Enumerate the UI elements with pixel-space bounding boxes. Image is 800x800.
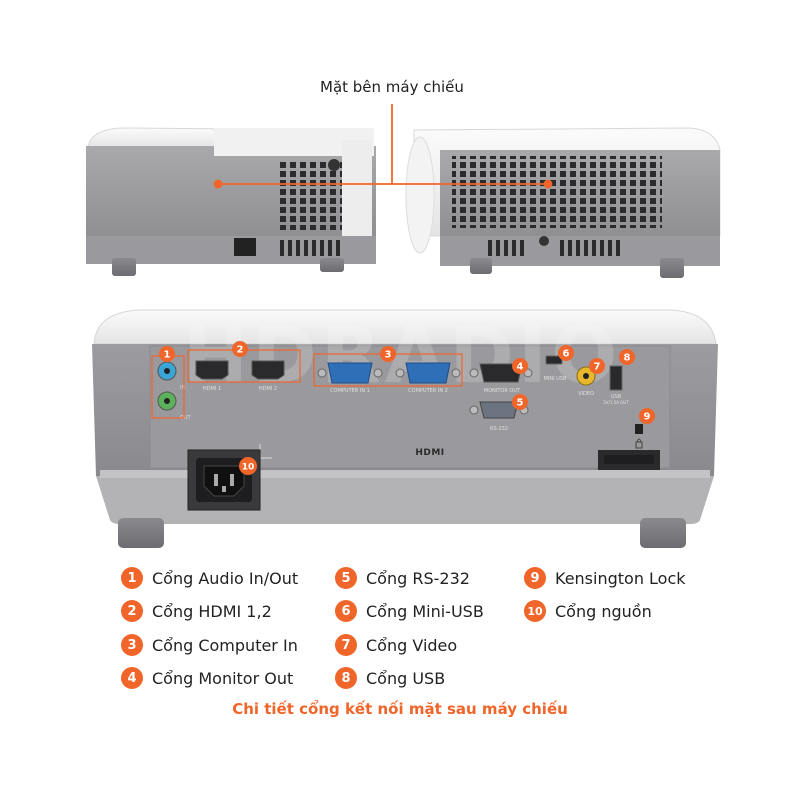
video-label: VIDEO — [578, 391, 594, 397]
legend-text: Cổng HDMI 1,2 — [152, 601, 272, 621]
marker-7: 7 — [589, 358, 605, 374]
mini-usb-label: MINI USB — [544, 376, 567, 382]
marker-8: 8 — [619, 349, 635, 365]
legend-number: 6 — [335, 600, 357, 622]
side-view-right — [405, 127, 721, 278]
legend-number: 7 — [335, 634, 357, 656]
rear-view: HDRADIO IN OUT HDMI 1 HDMI 2 COMPUTER IN… — [92, 309, 718, 548]
legend-number: 2 — [121, 600, 143, 622]
legend-item-2: 2 Cổng HDMI 1,2 — [121, 598, 272, 624]
audio-out-label: OUT — [180, 415, 192, 421]
svg-text:4: 4 — [517, 362, 524, 373]
side-view-left — [86, 127, 376, 276]
hdmi2-label: HDMI 2 — [259, 386, 277, 392]
projector-diagram: HDRADIO IN OUT HDMI 1 HDMI 2 COMPUTER IN… — [86, 104, 721, 548]
usb-spec-label: 5V/1.5A OUT — [603, 400, 629, 405]
legend-text: Kensington Lock — [555, 568, 686, 588]
legend-item-7: 7 Cổng Video — [335, 632, 457, 658]
marker-3: 3 — [380, 346, 396, 362]
legend-number: 3 — [121, 634, 143, 656]
legend-text: Cổng Computer In — [152, 635, 298, 655]
caption: Chi tiết cổng kết nối mặt sau máy chiếu — [232, 700, 568, 718]
svg-text:2: 2 — [237, 345, 244, 356]
computer-in1-label: COMPUTER IN 1 — [330, 388, 370, 394]
legend-number: 8 — [335, 667, 357, 689]
legend-text: Cổng Video — [366, 635, 458, 655]
audio-in-label: IN — [180, 385, 185, 391]
legend-number: 9 — [524, 567, 546, 589]
side-view-pointer — [213, 104, 553, 189]
legend-text: Cổng USB — [366, 668, 446, 688]
legend-item-5: 5 Cổng RS-232 — [335, 565, 470, 591]
legend-text: Cổng nguồn — [555, 601, 652, 621]
side-view-label: Mặt bên máy chiếu — [320, 78, 464, 96]
rear-markers: 1 2 3 4 5 6 7 8 — [159, 341, 655, 475]
legend-number: 5 — [335, 567, 357, 589]
legend-text: Cổng RS-232 — [366, 568, 470, 588]
marker-4: 4 — [512, 358, 528, 374]
legend-item-1: 1 Cổng Audio In/Out — [121, 565, 298, 591]
marker-10: 10 — [239, 457, 257, 475]
svg-text:1: 1 — [164, 350, 171, 361]
marker-6: 6 — [558, 345, 574, 361]
legend-text: Cổng Monitor Out — [152, 668, 294, 688]
hdmi-logo: HDMI — [415, 448, 444, 458]
svg-text:8: 8 — [624, 353, 631, 364]
svg-text:10: 10 — [242, 463, 255, 473]
legend-number: 1 — [121, 567, 143, 589]
legend-text: Cổng Mini-USB — [366, 601, 484, 621]
legend-item-8: 8 Cổng USB — [335, 665, 445, 691]
rs232-label: RS-232 — [490, 426, 508, 432]
legend-item-10: 10 Cổng nguồn — [524, 598, 652, 624]
legend-item-6: 6 Cổng Mini-USB — [335, 598, 484, 624]
svg-text:7: 7 — [594, 362, 601, 373]
legend-item-4: 4 Cổng Monitor Out — [121, 665, 293, 691]
svg-text:3: 3 — [385, 350, 392, 361]
marker-1: 1 — [159, 346, 175, 362]
marker-2: 2 — [232, 341, 248, 357]
legend-item-9: 9 Kensington Lock — [524, 565, 686, 591]
marker-5: 5 — [512, 394, 528, 410]
legend-number: 4 — [121, 667, 143, 689]
monitor-out-label: MONITOR OUT — [484, 388, 521, 394]
svg-text:5: 5 — [517, 398, 524, 409]
usb-label: USB — [611, 394, 622, 400]
hdmi1-label: HDMI 1 — [203, 386, 221, 392]
legend-item-3: 3 Cổng Computer In — [121, 632, 298, 658]
svg-text:9: 9 — [644, 412, 651, 423]
computer-in2-label: COMPUTER IN 2 — [408, 388, 448, 394]
svg-text:6: 6 — [563, 349, 570, 360]
legend-number: 10 — [524, 600, 546, 622]
legend-text: Cổng Audio In/Out — [152, 568, 299, 588]
marker-9: 9 — [639, 408, 655, 424]
